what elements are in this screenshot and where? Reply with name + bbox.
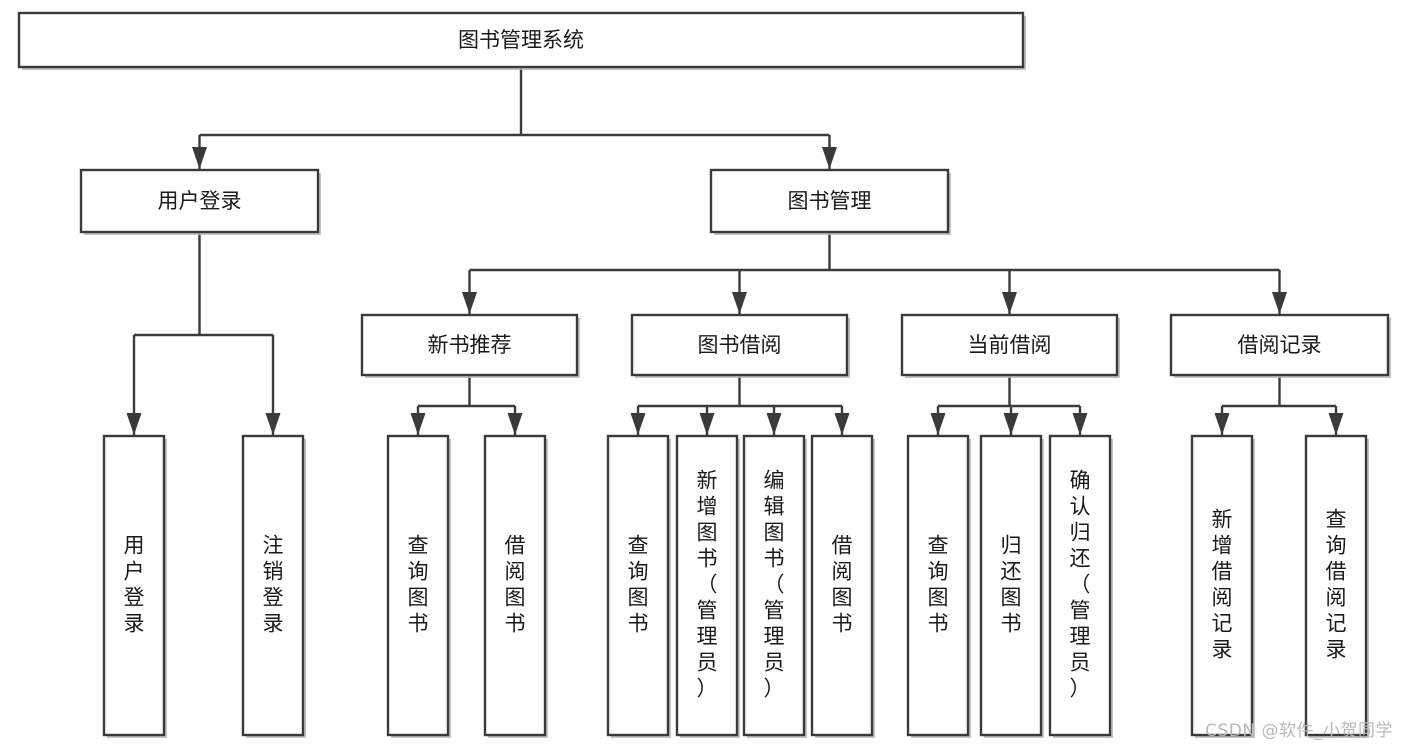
node-border xyxy=(675,434,739,737)
node-leaf-bb-add[interactable]: 新增图书（管理员） xyxy=(675,434,740,738)
node-label: 图书管理 xyxy=(788,189,872,213)
node-label: 归还图书 xyxy=(1001,534,1022,636)
node-border xyxy=(900,313,1119,377)
node-label: 图书借阅 xyxy=(698,333,782,357)
node-border xyxy=(979,434,1043,737)
node-leaf-bb-query[interactable]: 查询图书 xyxy=(606,434,671,738)
node-label: 借阅记录 xyxy=(1238,333,1322,357)
node-label: 新增借阅记录 xyxy=(1212,508,1233,662)
node-layer: 图书管理系统用户登录图书管理新书推荐图书借阅当前借阅借阅记录用户登录注销登录查询… xyxy=(17,11,1391,738)
node-l1-user-login[interactable]: 用户登录 xyxy=(79,168,321,235)
node-border xyxy=(630,313,849,377)
node-border xyxy=(1048,434,1112,737)
node-l1-book-manage[interactable]: 图书管理 xyxy=(709,168,951,235)
node-label: 注销登录 xyxy=(263,534,284,636)
node-label: 查询借阅记录 xyxy=(1326,508,1347,662)
node-label: 确认归还（管理员） xyxy=(1070,469,1091,701)
node-border xyxy=(742,434,806,737)
node-label: 借阅图书 xyxy=(505,534,526,636)
node-l2-borrow-record[interactable]: 借阅记录 xyxy=(1169,313,1391,378)
node-leaf-br-add[interactable]: 新增借阅记录 xyxy=(1190,434,1255,738)
node-l2-book-borrow[interactable]: 图书借阅 xyxy=(630,313,850,378)
node-border xyxy=(906,434,970,737)
node-leaf-cb-return[interactable]: 归还图书 xyxy=(979,434,1044,738)
node-border xyxy=(360,313,579,377)
node-border xyxy=(79,168,320,234)
node-label: 编辑图书（管理员） xyxy=(764,469,785,701)
node-leaf-br-query[interactable]: 查询借阅记录 xyxy=(1304,434,1369,738)
node-border xyxy=(102,434,166,737)
node-border xyxy=(241,434,305,737)
node-label: 当前借阅 xyxy=(968,333,1052,357)
node-border xyxy=(810,434,874,737)
node-label: 借阅图书 xyxy=(832,534,853,636)
node-leaf-user-login[interactable]: 用户登录 xyxy=(102,434,167,738)
connector-layer xyxy=(126,67,1344,435)
node-root[interactable]: 图书管理系统 xyxy=(17,11,1026,70)
node-label: 查询图书 xyxy=(628,534,649,636)
node-label: 图书管理系统 xyxy=(458,28,584,52)
node-label: 查询图书 xyxy=(408,534,429,636)
node-leaf-logout[interactable]: 注销登录 xyxy=(241,434,306,738)
node-leaf-bb-borrow[interactable]: 借阅图书 xyxy=(810,434,875,738)
node-border xyxy=(1169,313,1390,377)
node-leaf-rec-borrow[interactable]: 借阅图书 xyxy=(483,434,548,738)
node-l2-new-book-rec[interactable]: 新书推荐 xyxy=(360,313,580,378)
node-leaf-rec-query[interactable]: 查询图书 xyxy=(386,434,451,738)
csdn-watermark: CSDN @软件_小贺同学 xyxy=(1205,721,1393,741)
node-label: 新书推荐 xyxy=(428,333,512,357)
node-leaf-bb-edit[interactable]: 编辑图书（管理员） xyxy=(742,434,807,738)
node-border xyxy=(709,168,950,234)
node-border xyxy=(1190,434,1254,737)
node-border xyxy=(1304,434,1368,737)
node-label: 新增图书（管理员） xyxy=(697,469,718,701)
node-label: 查询图书 xyxy=(928,534,949,636)
node-l2-current-borrow[interactable]: 当前借阅 xyxy=(900,313,1120,378)
node-border xyxy=(17,11,1025,69)
node-border xyxy=(483,434,547,737)
node-leaf-cb-query[interactable]: 查询图书 xyxy=(906,434,971,738)
node-border xyxy=(606,434,670,737)
node-border xyxy=(386,434,450,737)
node-label: 用户登录 xyxy=(158,189,242,213)
node-label: 用户登录 xyxy=(124,534,145,636)
node-leaf-cb-confirm[interactable]: 确认归还（管理员） xyxy=(1048,434,1113,738)
